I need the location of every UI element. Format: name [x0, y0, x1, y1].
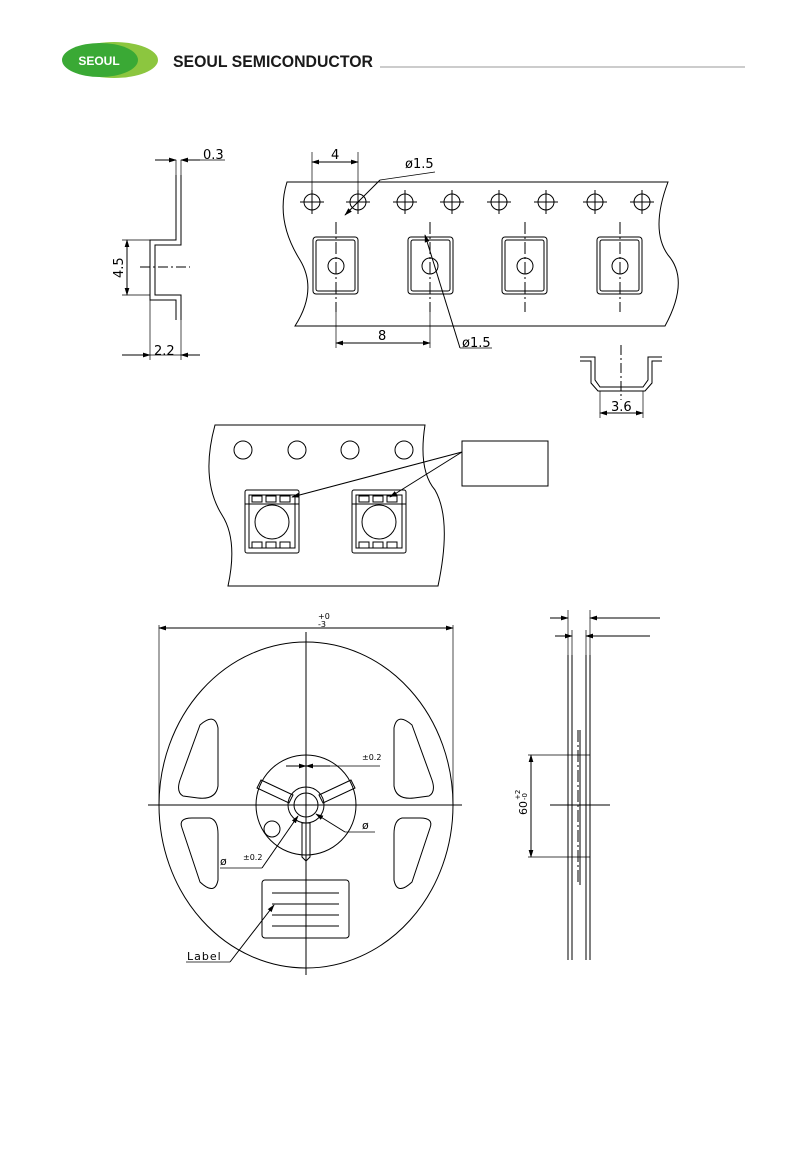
dim-pocket-pitch: 8: [378, 329, 386, 344]
dim-pocket-height: 4.5: [112, 257, 127, 278]
dim-hub-width-tol-minus: -0: [521, 793, 529, 800]
page-header: SEOUL SEOUL SEMICONDUCTOR: [62, 42, 745, 78]
reel-label-callout: Label: [187, 950, 222, 963]
pocket-section: [580, 345, 662, 418]
note-box: [461, 440, 549, 487]
tape-pockets: [312, 222, 643, 312]
dim-bore-symbol: ø: [362, 819, 369, 832]
dim-arbor-tol: ±0.2: [243, 853, 262, 862]
reel-label: [261, 879, 350, 939]
logo-text: SEOUL: [78, 54, 119, 68]
company-name: SEOUL SEMICONDUCTOR: [173, 52, 373, 71]
dim-tape-thickness: 0.3: [203, 148, 224, 163]
reel-side: [528, 610, 660, 960]
carrier-tape-top: [282, 152, 679, 349]
dim-reel-tol-plus: +0: [318, 612, 330, 621]
led-2: [351, 489, 407, 554]
dim-hub-width-tol-plus: +2: [514, 790, 522, 800]
dim-pocket-width: 3.6: [611, 400, 632, 415]
led-1: [244, 489, 300, 554]
dim-sprocket-hole: ø1.5: [405, 157, 434, 172]
dim-sprocket-pitch: 4: [331, 148, 339, 163]
sprocket-holes: [300, 190, 654, 214]
dim-pocket-hole: ø1.5: [462, 336, 491, 351]
logo-ellipse: [62, 43, 138, 77]
dim-reel-tol-minus: -3: [318, 620, 326, 629]
dim-pocket-depth: 2.2: [154, 344, 175, 359]
tape-cross-section: [122, 157, 225, 360]
loaded-tape: [208, 424, 549, 587]
dim-hub-tol: ±0.2: [362, 753, 381, 762]
reel-front: [148, 625, 462, 975]
dim-hub-width: 60: [517, 801, 530, 815]
dim-arbor-symbol: ø: [220, 855, 227, 868]
seoul-logo: SEOUL: [62, 42, 158, 78]
